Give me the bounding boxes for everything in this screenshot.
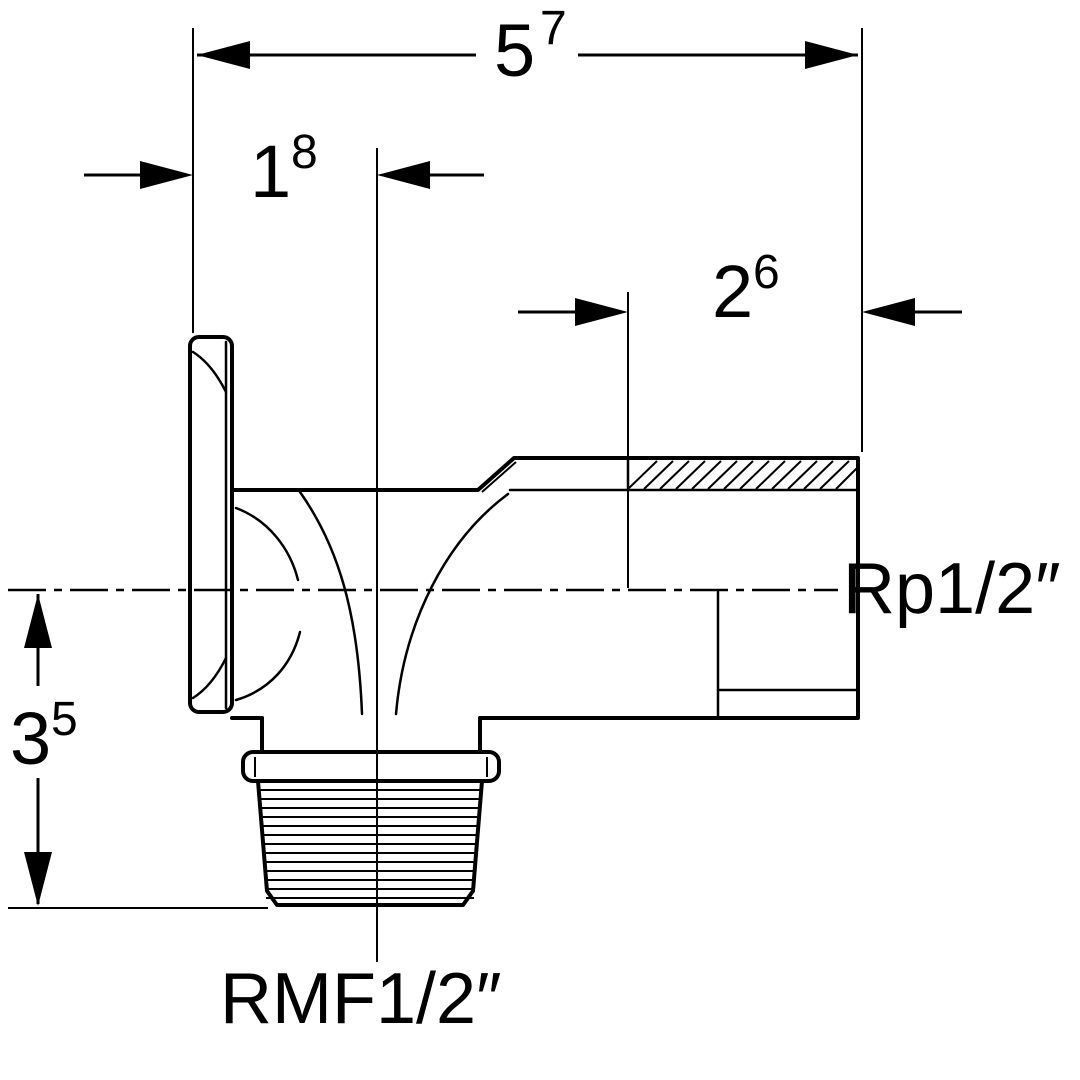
dimension-bottom-height: 3 5	[8, 594, 268, 909]
arrow-down-icon	[24, 852, 52, 906]
channel-curves	[234, 490, 510, 716]
hatch-line	[771, 460, 802, 490]
arrow-left-icon	[862, 298, 915, 326]
arrow-right-icon	[140, 161, 193, 189]
hatch-line	[723, 460, 754, 490]
dimension-left-offset: 1 8	[84, 126, 484, 213]
hatch-line	[803, 460, 834, 490]
elbow-body	[230, 456, 860, 907]
flange-bottom-curve	[191, 656, 228, 700]
hatch-line	[739, 460, 770, 490]
dim-thread-depth-sup: 6	[753, 246, 780, 299]
channel-curve	[298, 490, 364, 716]
internal-thread-hatching	[627, 460, 859, 490]
male-thread-outline	[256, 779, 484, 907]
wall-flange	[188, 335, 234, 714]
flange-top-curve	[191, 350, 228, 394]
connection-labels: Rp1/2″ RMF1/2″	[220, 549, 1061, 1039]
channel-curve	[394, 492, 510, 716]
channel-curve	[234, 506, 300, 582]
hatch-line	[675, 460, 706, 490]
dim-thread-depth-value: 2	[712, 250, 753, 333]
arrow-right-icon	[805, 41, 858, 69]
hatch-line	[627, 460, 658, 490]
dim-total-width-value: 5	[494, 9, 535, 92]
flange-plate	[188, 335, 234, 714]
arrow-left-icon	[377, 161, 430, 189]
chamfer-inner-line	[481, 461, 517, 493]
dim-left-offset-value: 1	[250, 130, 291, 213]
body-outline	[230, 456, 860, 720]
channel-curve	[234, 630, 302, 702]
dim-total-width-sup: 7	[540, 2, 567, 55]
hatch-line	[787, 460, 818, 490]
arrow-right-icon	[575, 298, 628, 326]
hatch-line	[835, 466, 859, 490]
dim-left-offset-sup: 8	[291, 126, 318, 179]
thread-collar	[241, 750, 501, 783]
male-thread-lines	[258, 789, 482, 899]
hatch-line	[691, 460, 722, 490]
dim-bottom-height-sup: 5	[51, 693, 78, 746]
hatch-line	[643, 460, 674, 490]
socket-detail	[481, 458, 860, 718]
dimension-total-width: 5 7	[192, 2, 863, 452]
arrow-up-icon	[24, 594, 52, 648]
label-right-connection: Rp1/2″	[843, 549, 1061, 629]
label-bottom-connection: RMF1/2″	[220, 959, 502, 1039]
dimension-thread-depth: 2 6	[518, 246, 962, 458]
hatch-line	[819, 460, 850, 490]
hatch-line	[707, 460, 738, 490]
hatch-line	[755, 460, 786, 490]
arrow-left-icon	[197, 41, 250, 69]
hatch-line	[659, 460, 690, 490]
dim-bottom-height-value: 3	[10, 697, 51, 780]
